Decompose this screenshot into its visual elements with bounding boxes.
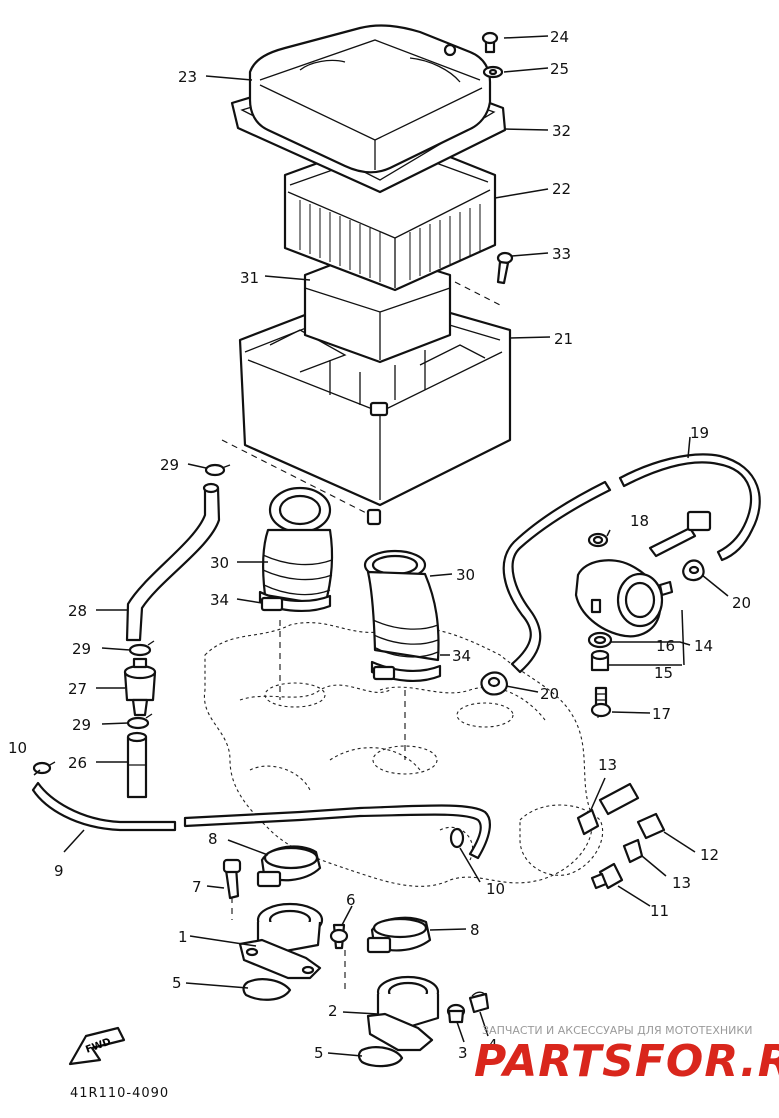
fitting-13-lower [622, 838, 644, 864]
washer [482, 65, 504, 79]
watermark-tagline: ЗАПЧАСТИ И АКСЕССУАРЫ ДЛЯ МОТОТЕХНИКИ [482, 1024, 752, 1037]
joint-30-right [363, 549, 440, 662]
callout-8-lower: 8 [470, 921, 480, 939]
clip-29-mid [128, 640, 155, 657]
drain-hose [31, 781, 491, 860]
band-8-upper [256, 845, 322, 888]
callout-23: 23 [178, 68, 197, 86]
callout-7: 7 [192, 878, 202, 896]
callout-24: 24 [550, 28, 569, 46]
callout-27: 27 [68, 680, 87, 698]
callout-20-lower: 20 [540, 685, 559, 703]
callout-12: 12 [700, 846, 719, 864]
bolt-17 [590, 686, 612, 718]
callout-17: 17 [652, 705, 671, 723]
breather-hose-short [126, 731, 148, 799]
air-box-case [238, 288, 512, 526]
callout-18: 18 [630, 512, 649, 530]
callout-34-left: 34 [210, 591, 229, 609]
valve-cap-18 [587, 532, 609, 548]
fitting-13-upper [576, 808, 600, 836]
fwd-arrow: FWD [68, 1026, 126, 1066]
cover-screw [481, 31, 499, 54]
callout-30-left: 30 [210, 554, 229, 572]
watermark-logo: PARTSFOR.RU [474, 1036, 779, 1087]
screw-7 [222, 858, 242, 900]
callout-numbers: 23 24 25 32 22 33 31 21 29 30 34 30 34 2… [8, 28, 751, 1062]
band-8-lower [366, 916, 432, 954]
valve-gasket-16 [587, 631, 613, 649]
callout-10-left: 10 [8, 739, 27, 757]
callout-1: 1 [178, 928, 188, 946]
callout-20-upper: 20 [732, 594, 751, 612]
gasket-5-right [357, 1046, 404, 1068]
callout-10-right: 10 [486, 880, 505, 898]
callout-8-upper: 8 [208, 830, 218, 848]
callout-31: 31 [240, 269, 259, 287]
joint-30-left [261, 486, 334, 607]
callout-28: 28 [68, 602, 87, 620]
clip-29-top [204, 463, 231, 477]
callout-2: 2 [328, 1002, 338, 1020]
clip-20-lower [480, 671, 508, 696]
screw-6 [329, 923, 349, 950]
callout-26: 26 [68, 754, 87, 772]
watermark: ЗАПЧАСТИ И АКСЕССУАРЫ ДЛЯ МОТОТЕХНИКИ PA… [474, 1024, 779, 1087]
hose-19 [618, 453, 761, 562]
leader-lines [33, 35, 729, 1057]
callout-22: 22 [552, 180, 571, 198]
engine-outline [203, 622, 604, 887]
air-cut-valve [574, 510, 712, 638]
callout-15: 15 [654, 664, 673, 682]
callout-11: 11 [650, 902, 669, 920]
callout-14: 14 [694, 637, 713, 655]
callout-4: 4 [488, 1036, 498, 1054]
hose-left-section [502, 480, 612, 674]
callout-29-low: 29 [72, 716, 91, 734]
clip-10-left [32, 761, 56, 775]
breather-hose [125, 482, 221, 642]
hose-short-upper [598, 782, 640, 816]
valve-seal-15 [590, 649, 610, 672]
callout-29-mid: 29 [72, 640, 91, 658]
carb-joint-2 [366, 975, 440, 1052]
band-34-right [370, 660, 442, 683]
callout-19: 19 [690, 424, 709, 442]
hose-12 [636, 812, 666, 840]
case-screw [496, 251, 514, 285]
nipple-11 [590, 862, 624, 890]
breather-filter [123, 657, 157, 717]
callout-32: 32 [552, 122, 571, 140]
filter-pleats [299, 200, 481, 282]
callout-5-right: 5 [314, 1044, 324, 1062]
diagram-code: 41R110-4090 [70, 1086, 169, 1101]
callout-25: 25 [550, 60, 569, 78]
callout-9: 9 [54, 862, 64, 880]
callout-13-lower: 13 [672, 874, 691, 892]
callout-5-left: 5 [172, 974, 182, 992]
callout-13-upper: 13 [598, 756, 617, 774]
callout-6: 6 [346, 891, 356, 909]
clip-10-right [449, 827, 465, 849]
air-box-cover [248, 24, 492, 174]
callout-21: 21 [554, 330, 573, 348]
callout-3: 3 [458, 1044, 468, 1062]
callout-33: 33 [552, 245, 571, 263]
carb-joint-1 [238, 902, 324, 980]
callout-30-right: 30 [456, 566, 475, 584]
gasket-5-left [242, 978, 292, 1001]
clip-4 [468, 991, 490, 1014]
clip-20-upper [682, 559, 705, 582]
callout-29-top: 29 [160, 456, 179, 474]
callout-34-right: 34 [452, 647, 471, 665]
clip-29-low [126, 713, 153, 730]
cap-3 [446, 1003, 466, 1024]
band-34-left [258, 590, 332, 613]
callout-16: 16 [656, 637, 675, 655]
